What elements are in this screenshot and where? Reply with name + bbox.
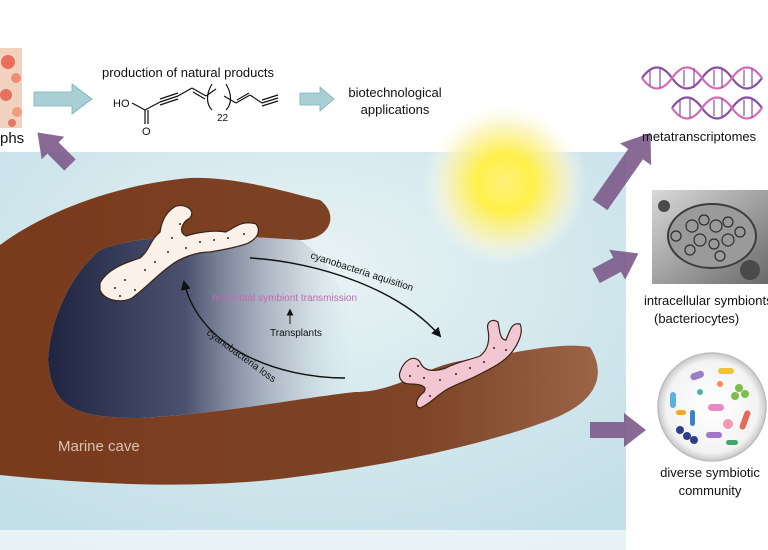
sun-icon xyxy=(423,101,587,265)
chem-subscript: 22 xyxy=(217,113,229,124)
teal-arrow-right xyxy=(299,86,335,112)
chem-o-label: O xyxy=(142,126,151,138)
cave-interior xyxy=(48,235,355,418)
metatranscriptomes-label: metatranscriptomes xyxy=(642,129,757,144)
petri-dish-icon xyxy=(657,352,767,462)
chemical-structure xyxy=(131,83,279,124)
diverse-label-line1: diverse symbiotic xyxy=(660,465,760,480)
natural-products-label: production of natural products xyxy=(102,65,274,80)
biotech-label-line1: biotechnological xyxy=(348,85,442,100)
loss-arrow xyxy=(181,280,346,379)
purple-arrow-intracellular xyxy=(592,249,639,284)
purple-arrow-metatranscriptomes xyxy=(592,132,652,211)
transplants-label: Transplants xyxy=(270,328,322,339)
heterotrophs-label: phs xyxy=(0,130,25,147)
chem-ho-label: HO xyxy=(113,98,130,110)
acquisition-arrow xyxy=(249,257,442,338)
marine-cave-label: Marine cave xyxy=(58,438,140,455)
marine-cave-rock xyxy=(0,177,598,485)
horizontal-transmission-label: horizontal symbiont transmission xyxy=(212,293,358,304)
purple-arrow-community xyxy=(590,413,646,447)
diverse-label-line2: community xyxy=(678,483,742,498)
sponge-icon xyxy=(99,205,259,302)
heterotroph-culture-image xyxy=(0,48,22,128)
purple-arrow-up-left xyxy=(37,132,76,171)
teal-arrow-left xyxy=(33,83,93,115)
sponge-icon xyxy=(398,319,522,409)
intracellular-label-line1: intracellular symbionts xyxy=(644,293,768,308)
dna-helix-icon xyxy=(641,66,763,120)
electron-micrograph-icon xyxy=(652,190,768,284)
biotech-label-line2: applications xyxy=(360,102,430,117)
intracellular-label-line2: (bacteriocytes) xyxy=(654,311,740,326)
